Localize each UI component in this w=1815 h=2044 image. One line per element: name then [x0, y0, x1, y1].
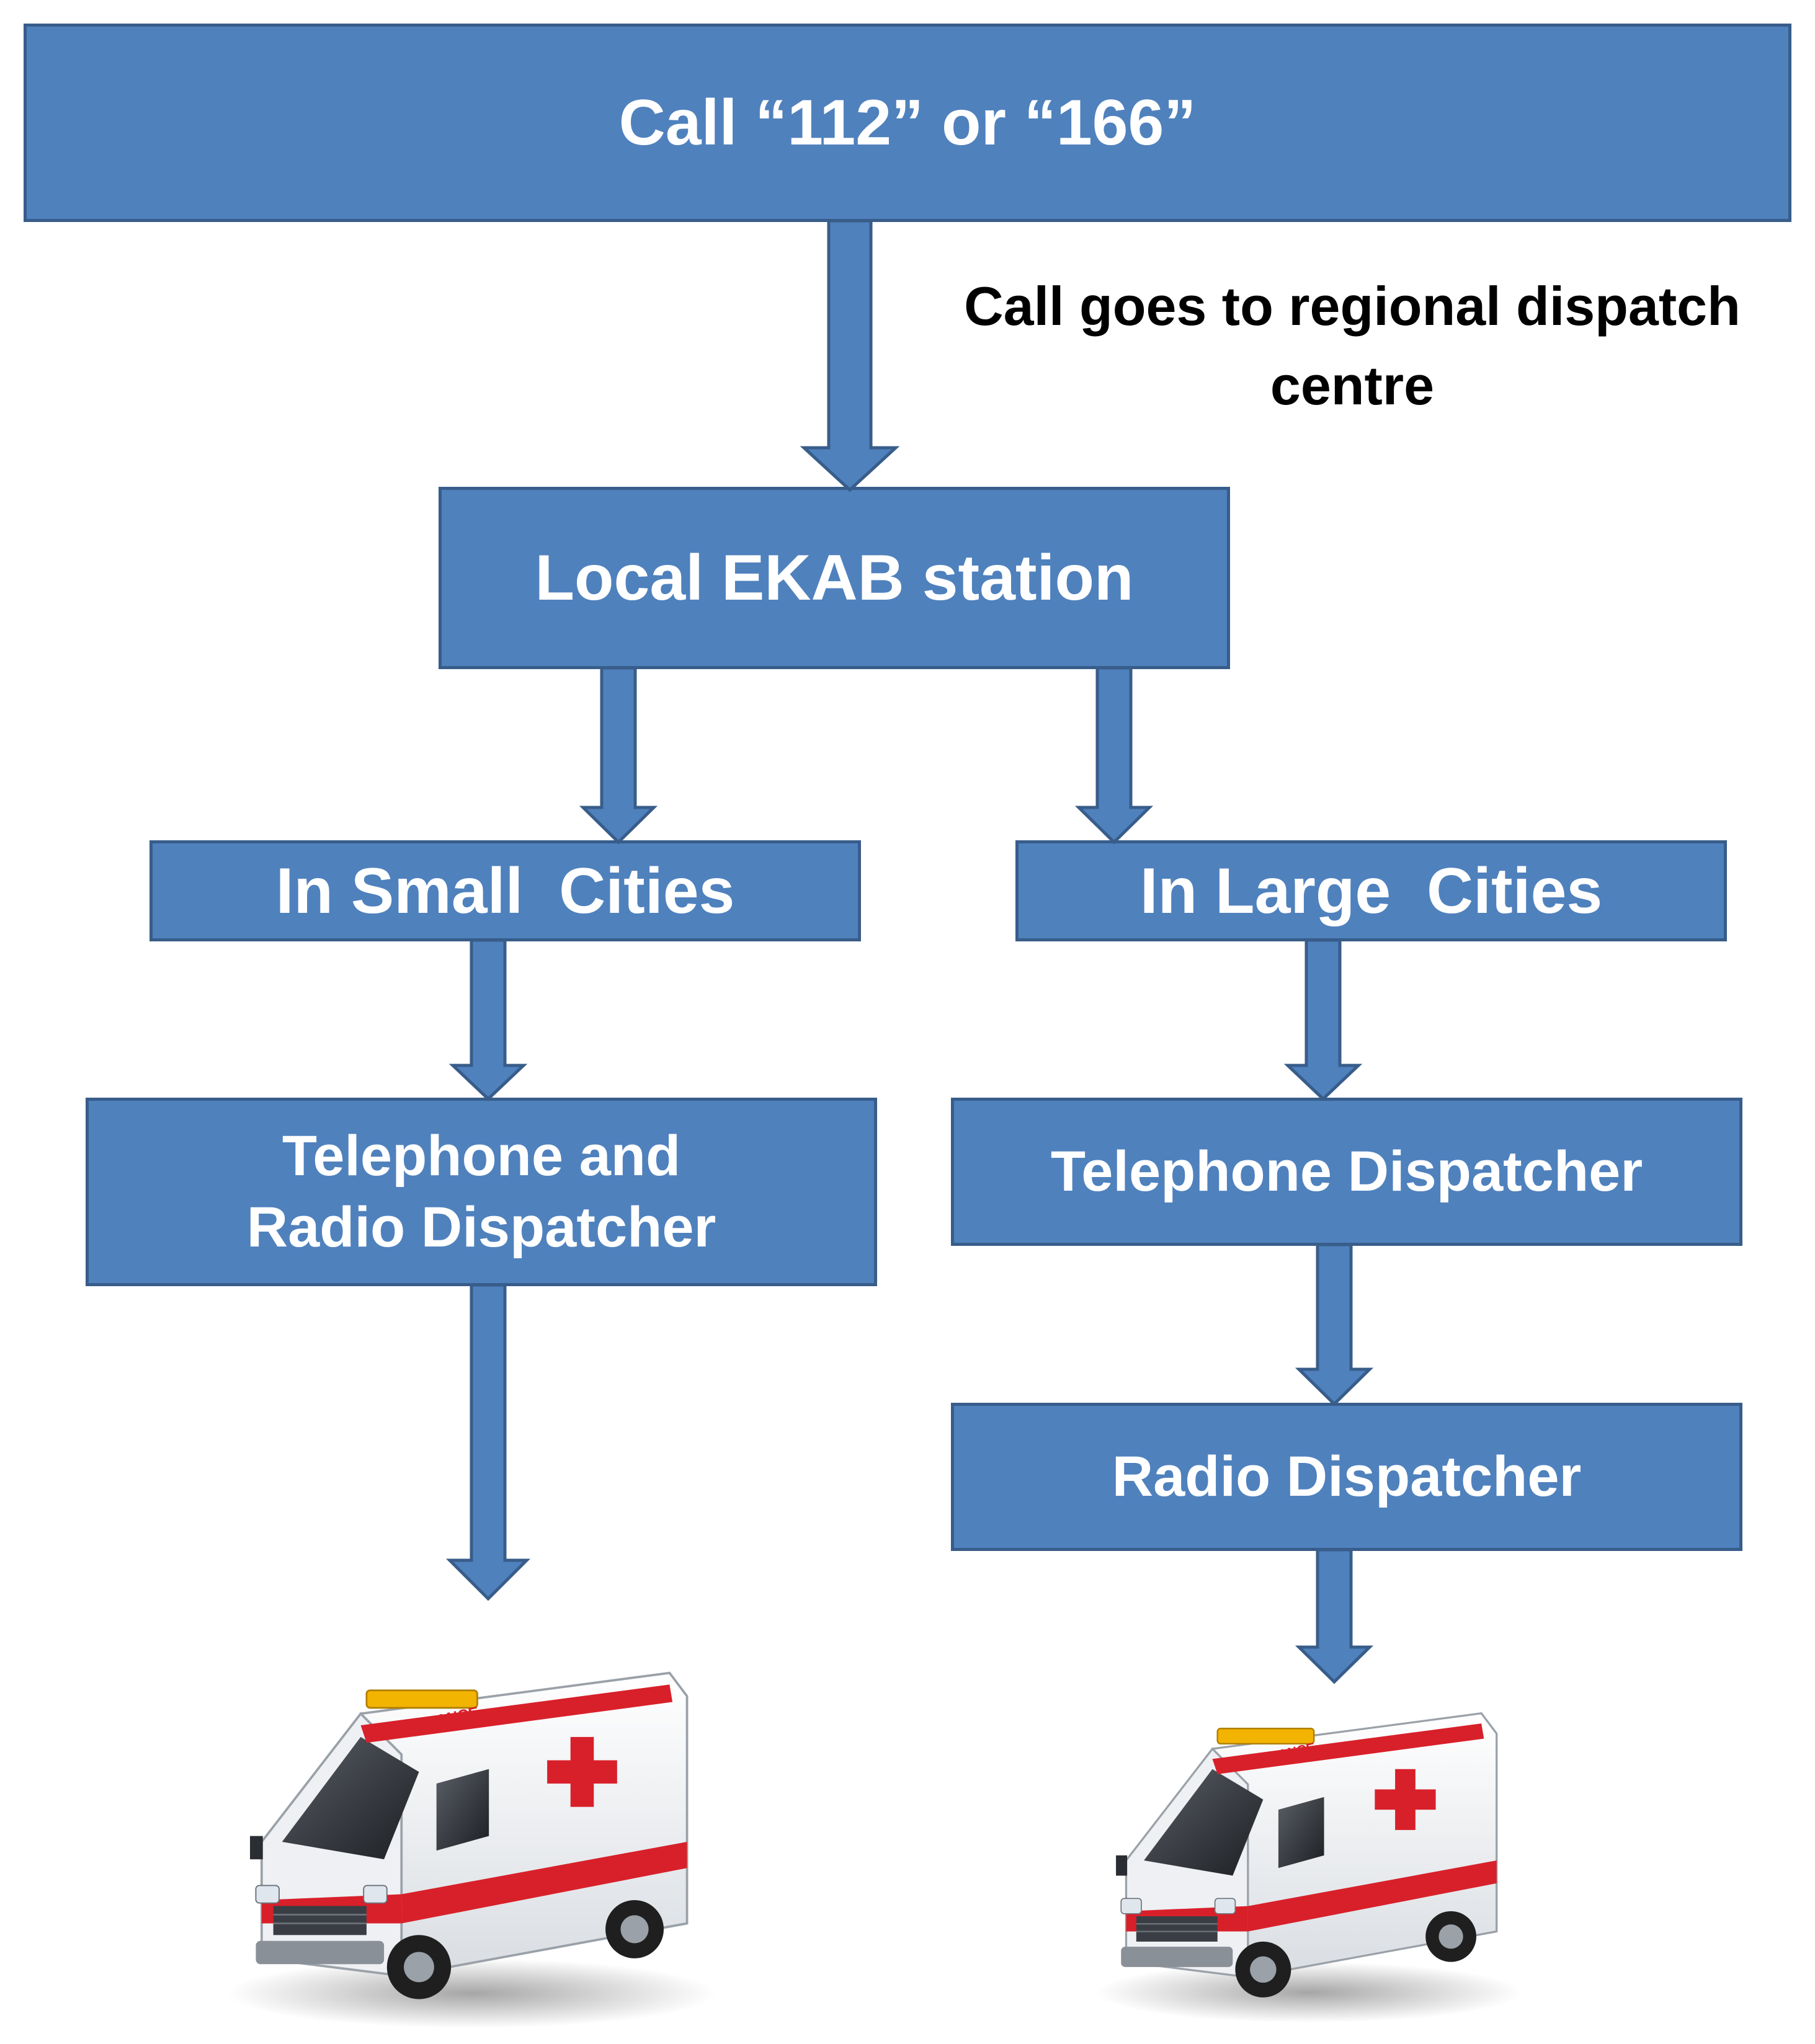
node-radio-dispatcher-label: Radio Dispatcher	[1112, 1445, 1582, 1508]
node-large-cities: In Large Cities	[1015, 840, 1727, 941]
node-radio-dispatcher: Radio Dispatcher	[951, 1403, 1742, 1551]
arrow-large-to-telephone	[1283, 938, 1363, 1101]
node-telephone-radio-dispatcher-label: Telephone and Radio Dispatcher	[246, 1124, 716, 1259]
arrow-telephone-to-radio	[1295, 1243, 1374, 1406]
arrow-local-to-small	[579, 666, 658, 845]
ambulance-icon: AMBULANCE	[1094, 1712, 1523, 2024]
node-call: Call “112” or “166”	[24, 24, 1791, 222]
node-telephone-dispatcher: Telephone Dispatcher	[951, 1098, 1742, 1246]
annotation-dispatch: Call goes to regional dispatch centre	[930, 267, 1774, 425]
node-small-cities-label: In Small Cities	[275, 855, 735, 927]
node-telephone-radio-dispatcher: Telephone and Radio Dispatcher	[86, 1098, 877, 1286]
arrow-local-to-large	[1074, 666, 1154, 845]
arrow-telradio-to-ambulance	[445, 1283, 531, 1601]
arrow-radio-to-ambulance	[1295, 1548, 1374, 1684]
node-local-ekab-label: Local EKAB station	[535, 542, 1134, 614]
node-call-label: Call “112” or “166”	[618, 87, 1197, 159]
node-local-ekab: Local EKAB station	[439, 487, 1230, 669]
arrow-call-to-local	[800, 219, 900, 492]
node-telephone-dispatcher-label: Telephone Dispatcher	[1050, 1140, 1643, 1203]
ambulance-icon: AMBULANCE	[225, 1671, 718, 2030]
annotation-text: Call goes to regional dispatch centre	[964, 275, 1741, 416]
node-large-cities-label: In Large Cities	[1139, 855, 1603, 927]
arrow-small-to-telradio	[448, 938, 528, 1101]
